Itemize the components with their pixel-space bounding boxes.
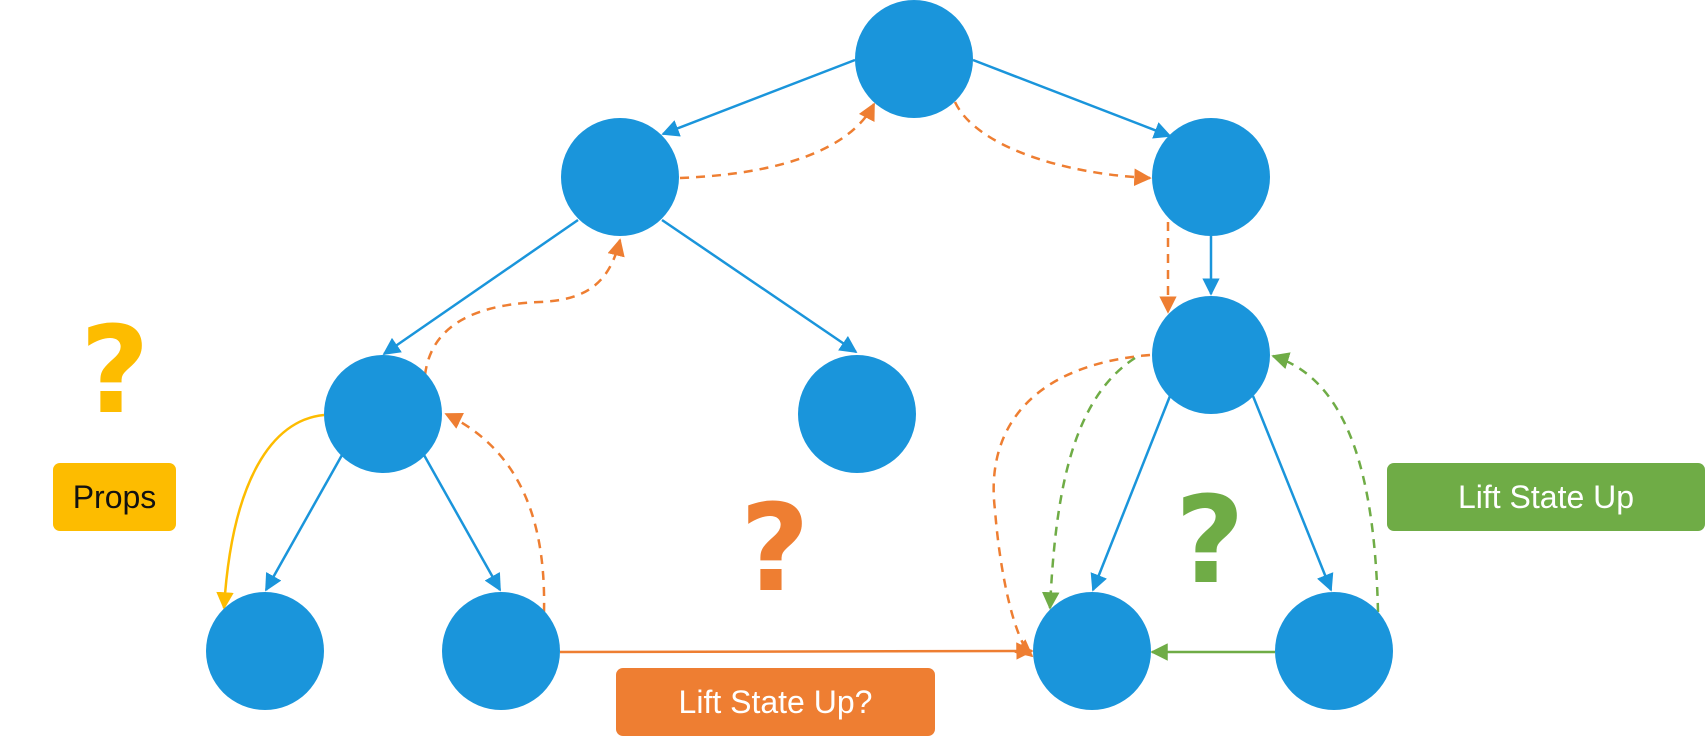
orange-path-left-to-root — [679, 102, 876, 180]
orange-path-right-mid-to-leaf-3 — [992, 353, 1151, 658]
orange-path-leaf2-to-left-left — [444, 412, 546, 613]
props-question-mark: ? — [80, 302, 150, 441]
edge-left-to-left-right — [661, 218, 858, 354]
green-path-right-mid-to-leaf-3 — [1041, 356, 1136, 610]
lift-state-up-question-label: Lift State Up? — [616, 668, 935, 736]
props-label: Props — [53, 463, 176, 531]
lift-state-up-label: Lift State Up — [1387, 463, 1705, 531]
orange-question-mark: ? — [740, 480, 810, 619]
edge-right-mid-to-leaf-4 — [1251, 395, 1334, 592]
node-leaf-4 — [1275, 592, 1393, 710]
green-state-paths — [1041, 352, 1380, 613]
tree-nodes — [206, 0, 1393, 710]
node-leaf-2 — [442, 592, 560, 710]
props-flow-arrow — [216, 413, 325, 610]
orange-state-paths — [423, 101, 1177, 658]
node-left-right — [798, 355, 916, 473]
edge-left-to-left-left — [382, 218, 579, 356]
node-left — [561, 118, 679, 236]
edge-left-left-to-leaf-2 — [422, 454, 502, 592]
green-question-mark: ? — [1175, 472, 1245, 611]
orange-path-root-to-right — [953, 101, 1152, 187]
green-path-leaf4-to-right-mid — [1271, 352, 1380, 613]
edge-left-left-to-leaf-1 — [264, 454, 344, 592]
edge-right-mid-to-leaf-3 — [1090, 395, 1172, 592]
node-leaf-1 — [206, 592, 324, 710]
orange-direct-arrow — [559, 642, 1034, 660]
node-right — [1152, 118, 1270, 236]
node-left-left — [324, 355, 442, 473]
orange-path-left-left-to-left — [423, 238, 625, 376]
tree-edges — [264, 58, 1334, 592]
node-right-mid — [1152, 296, 1270, 414]
node-leaf-3 — [1033, 592, 1151, 710]
node-root — [855, 0, 973, 118]
edge-root-to-left — [661, 58, 856, 137]
edge-root-to-right — [972, 58, 1172, 139]
